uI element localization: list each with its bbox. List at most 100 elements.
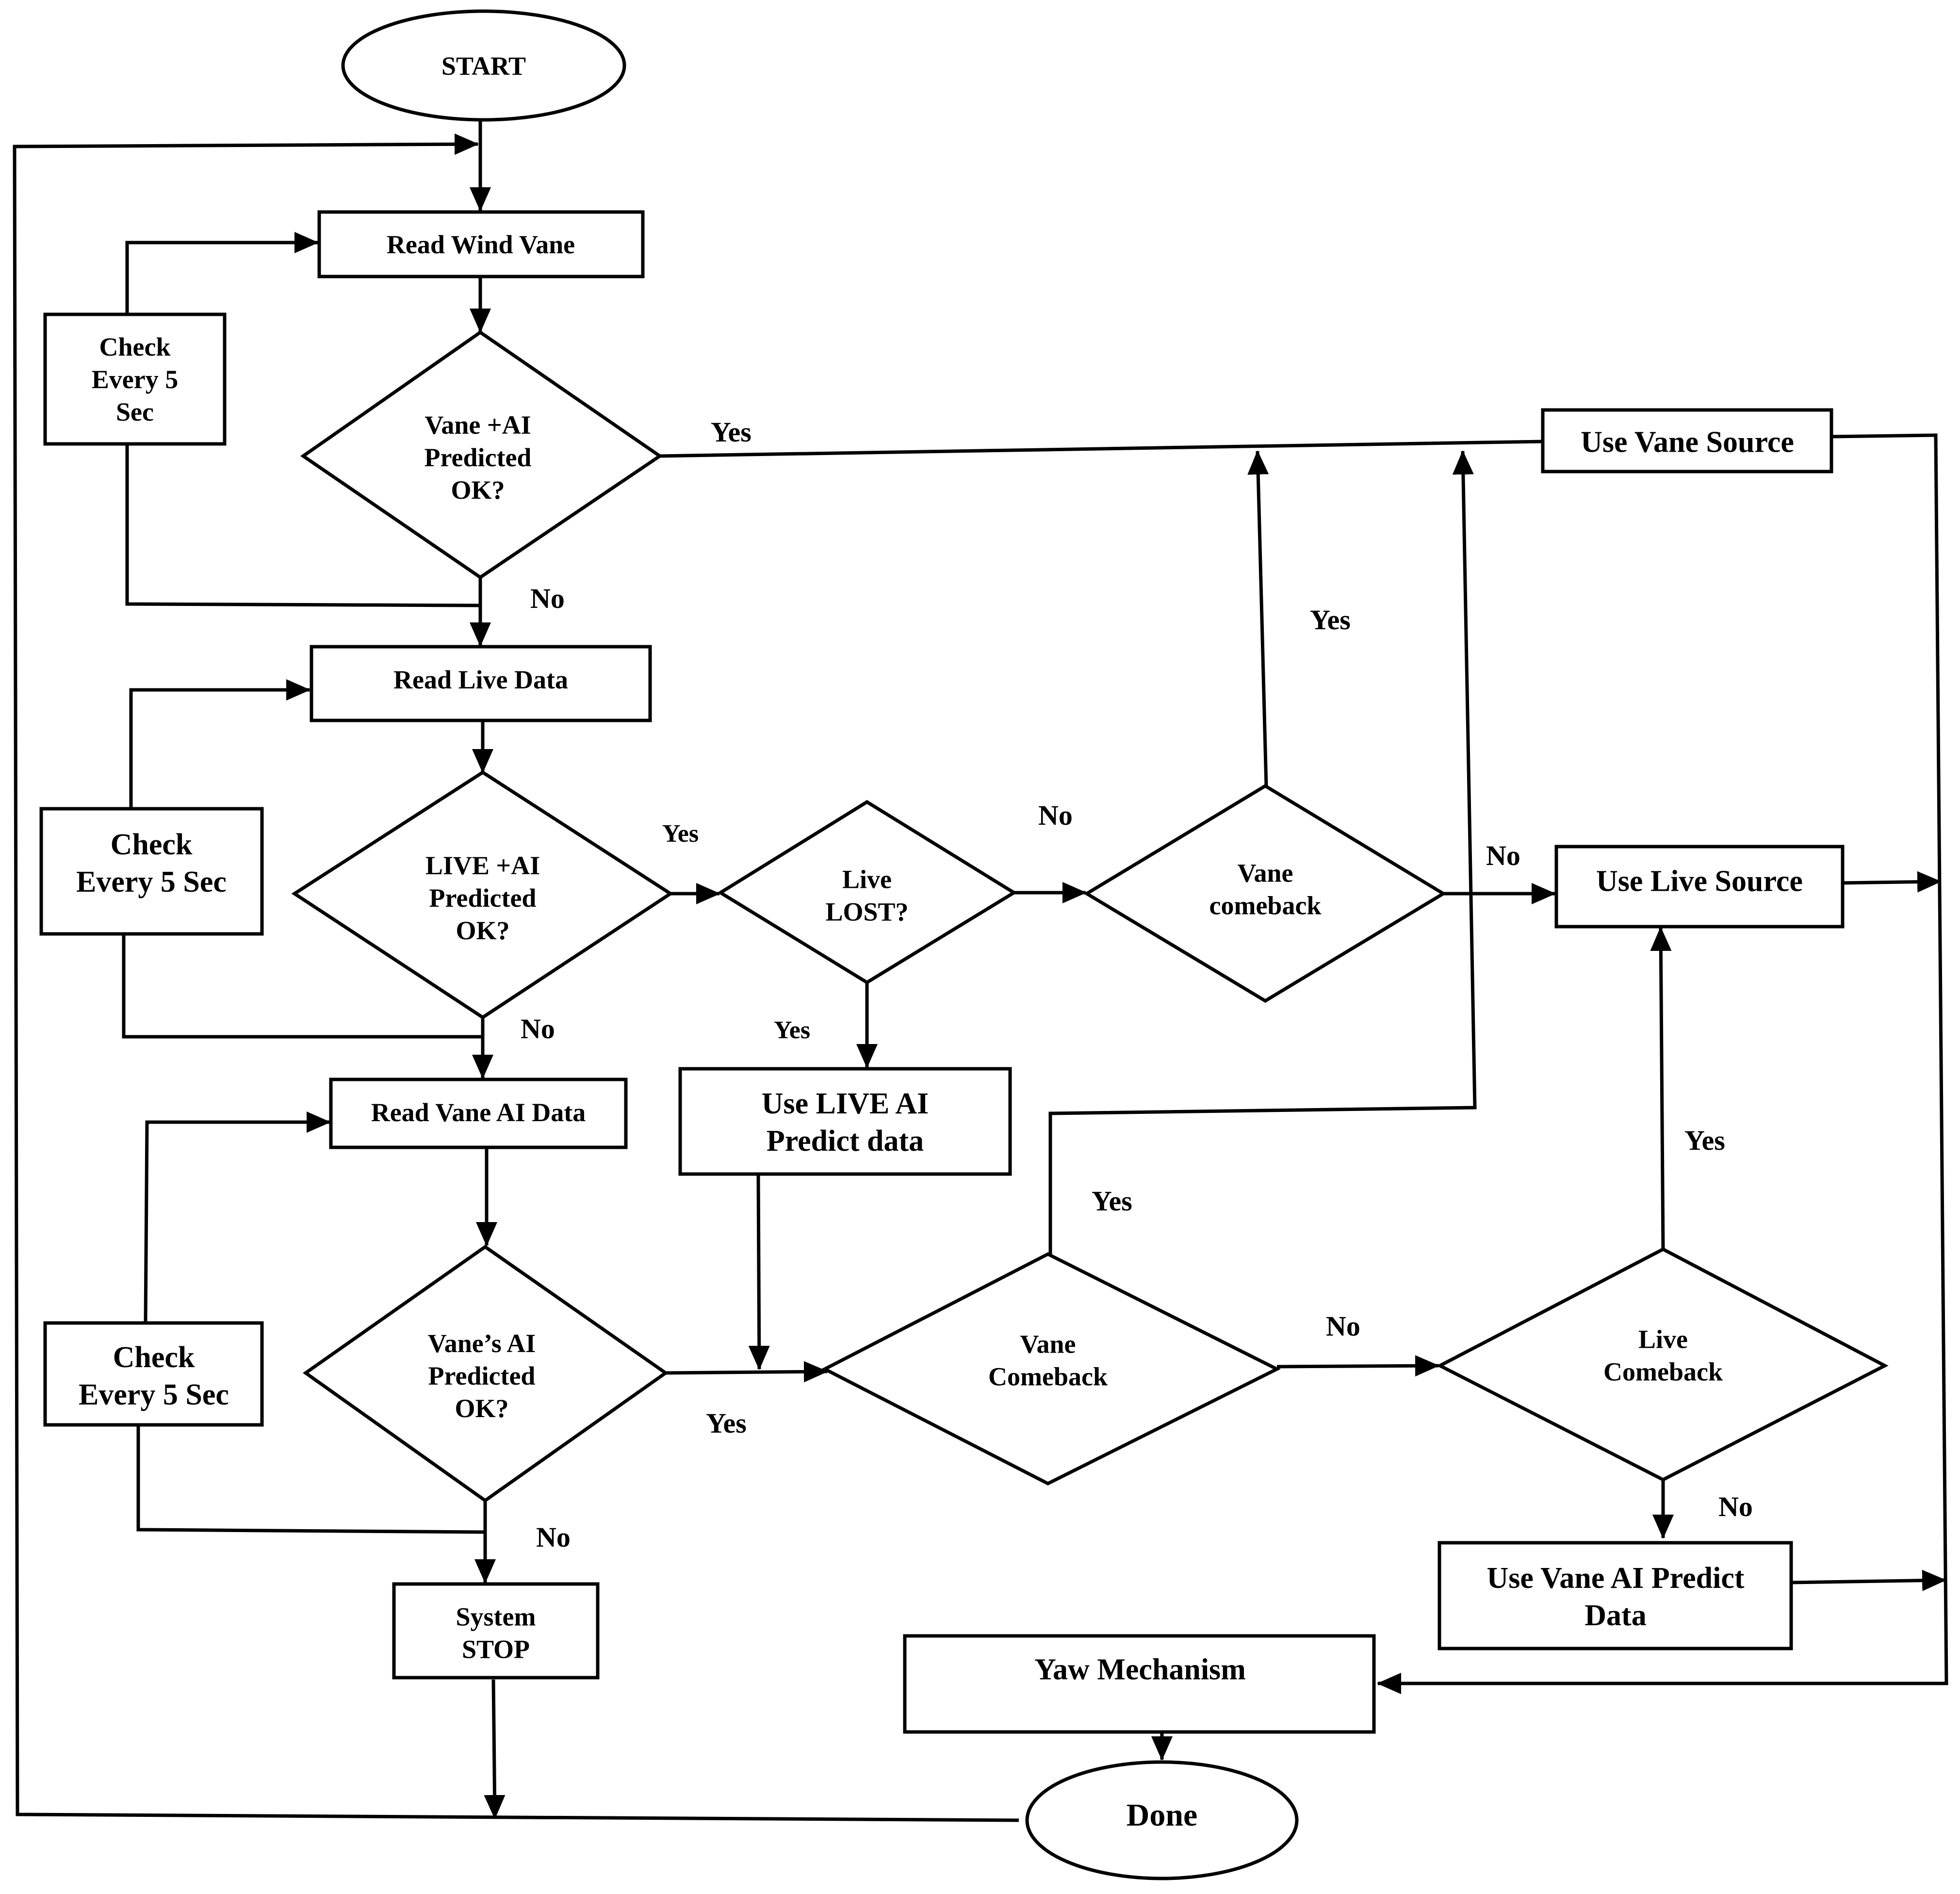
read-live-data-line-1: Read Live Data: [393, 665, 568, 694]
decision-vane-comeback-top: [1083, 784, 1447, 1003]
edge-vane-comeback-bottom-yes: [1048, 450, 1477, 1254]
decision-vanes-ai-line-3: OK?: [455, 1394, 508, 1423]
decision-vanes-ai-predicted: [302, 1244, 669, 1503]
system-stop-box: [392, 1582, 600, 1680]
read-wind-vane-line-1: Read Wind Vane: [387, 230, 575, 259]
edge-live-source-right: [1841, 871, 1942, 893]
use-live-source-line-1: Use Live Source: [1596, 865, 1803, 898]
edge-live-comeback-yes: [1650, 927, 1672, 1250]
label-live-comeback-no: No: [1718, 1491, 1753, 1522]
check-3-line-1: Check: [113, 1341, 195, 1374]
read-wind-vane-label: Read Wind Vane: [387, 230, 575, 259]
decision-vane-comeback-bottom-line-1: Vane: [1020, 1329, 1076, 1358]
read-vane-ai-data-line-1: Read Vane AI Data: [371, 1098, 586, 1127]
start-line-1: START: [441, 51, 526, 81]
decision-vane-comeback-bottom: [821, 1252, 1281, 1486]
system-stop-line-1: System: [456, 1602, 536, 1631]
label-live-comeback-yes: Yes: [1684, 1125, 1725, 1156]
decision-vanes-ai-line-2: Predicted: [428, 1361, 536, 1390]
decision-vane-comeback-top-line-1: Vane: [1237, 858, 1293, 887]
label-live-lost-yes: Yes: [774, 1016, 810, 1044]
use-live-ai-predict-box: [678, 1067, 1012, 1176]
edge-decision1-yes: [659, 440, 1543, 458]
decision-vanes-ai-line-1: Vane’s AI: [428, 1329, 536, 1358]
done-line-1: Done: [1127, 1797, 1198, 1833]
check-2-line-2: Every 5 Sec: [76, 865, 227, 898]
done-label: Done: [1127, 1797, 1198, 1833]
label-vane-comeback-bottom-yes: Yes: [1092, 1185, 1132, 1217]
label-live-lost-no: No: [1038, 800, 1073, 831]
use-live-ai-predict-line-1: Use LIVE AI: [762, 1087, 929, 1120]
check-1-line-2: Every 5: [92, 365, 178, 394]
label-vane-ai-yes: Yes: [711, 416, 751, 448]
edge-decision3-yes: [665, 1361, 828, 1383]
decision-live-comeback: [1436, 1247, 1889, 1482]
edge-check1-loop-down: [125, 444, 481, 607]
decision-live-ai-line-3: OK?: [456, 916, 509, 945]
use-live-source-label: Use Live Source: [1596, 865, 1803, 898]
decision-vane-ai-predicted: [300, 330, 663, 580]
label-vane-ai-no: No: [530, 583, 565, 614]
label-vanes-ai-yes: Yes: [706, 1407, 747, 1439]
edge-system-stop-down: [484, 1679, 506, 1819]
check-1-line-1: Check: [99, 332, 171, 361]
check-2-line-1: Check: [111, 828, 193, 861]
start-label: START: [441, 51, 526, 81]
label-vane-comeback-bottom-no: No: [1326, 1310, 1360, 1342]
use-live-ai-predict-label: Use LIVE AI Predict data: [762, 1087, 929, 1158]
decision-vane-ai-line-1: Vane +AI: [425, 410, 531, 440]
edge-check2-loop-down: [122, 934, 483, 1039]
label-live-ai-yes: Yes: [662, 820, 699, 848]
edge-live-ai-down: [748, 1175, 770, 1370]
decision-vane-comeback-top-label: Vane comeback: [1209, 858, 1322, 920]
decision-live-ai-predicted: [291, 770, 674, 1020]
read-live-data-box: [310, 645, 652, 722]
check-every-5-sec-box-2: [39, 807, 264, 936]
decision-vane-comeback-bottom-line-2: Comeback: [988, 1362, 1108, 1391]
read-wind-vane-box: [317, 210, 645, 278]
edge-vane-ai-predict-right: [1791, 1569, 1946, 1591]
decision-vane-ai-line-3: OK?: [451, 475, 505, 505]
yaw-mechanism-line-1: Yaw Mechanism: [1034, 1653, 1246, 1686]
use-vane-source-box: [1541, 408, 1833, 474]
edge-vane-comeback-top-yes: [1247, 450, 1269, 786]
edge-check3-loop-up: [144, 1111, 331, 1323]
decision-vane-ai-line-2: Predicted: [425, 443, 532, 472]
decision-live-comeback-line-1: Live: [1638, 1324, 1688, 1354]
edge-vane-comeback-bottom-no: [1276, 1355, 1439, 1377]
use-live-source-box: [1554, 845, 1845, 929]
edge-check2-loop-up: [129, 679, 310, 808]
yaw-mechanism-label: Yaw Mechanism: [1034, 1653, 1246, 1686]
edge-labels: Yes No Yes No No Yes Yes No Yes No Yes N…: [521, 416, 1753, 1553]
decision-live-lost-line-2: LOST?: [825, 897, 908, 926]
use-vane-source-label: Use Vane Source: [1581, 426, 1794, 459]
check-every-5-sec-box-3: [43, 1321, 264, 1427]
decision-vane-comeback-top-line-2: comeback: [1209, 891, 1322, 920]
done-terminal: [1025, 1760, 1299, 1880]
label-live-ai-no: No: [521, 1013, 555, 1045]
use-vane-ai-predict-line-2: Data: [1584, 1599, 1646, 1632]
label-vanes-ai-no: No: [536, 1521, 571, 1553]
decision-live-ai-line-1: LIVE +AI: [425, 851, 540, 880]
system-stop-line-2: STOP: [462, 1634, 530, 1664]
edge-check1-loop-up: [125, 232, 319, 313]
edges: [13, 121, 1948, 1822]
decision-live-lost-line-1: Live: [842, 865, 892, 894]
use-vane-source-line-1: Use Vane Source: [1581, 426, 1794, 459]
use-live-ai-predict-line-2: Predict data: [767, 1125, 924, 1158]
label-vane-comeback-top-yes: Yes: [1310, 604, 1351, 636]
edge-vane-source-right-rail: [1377, 433, 1948, 1694]
decision-live-lost: [717, 800, 1017, 985]
edge-check3-loop-down: [136, 1424, 484, 1534]
